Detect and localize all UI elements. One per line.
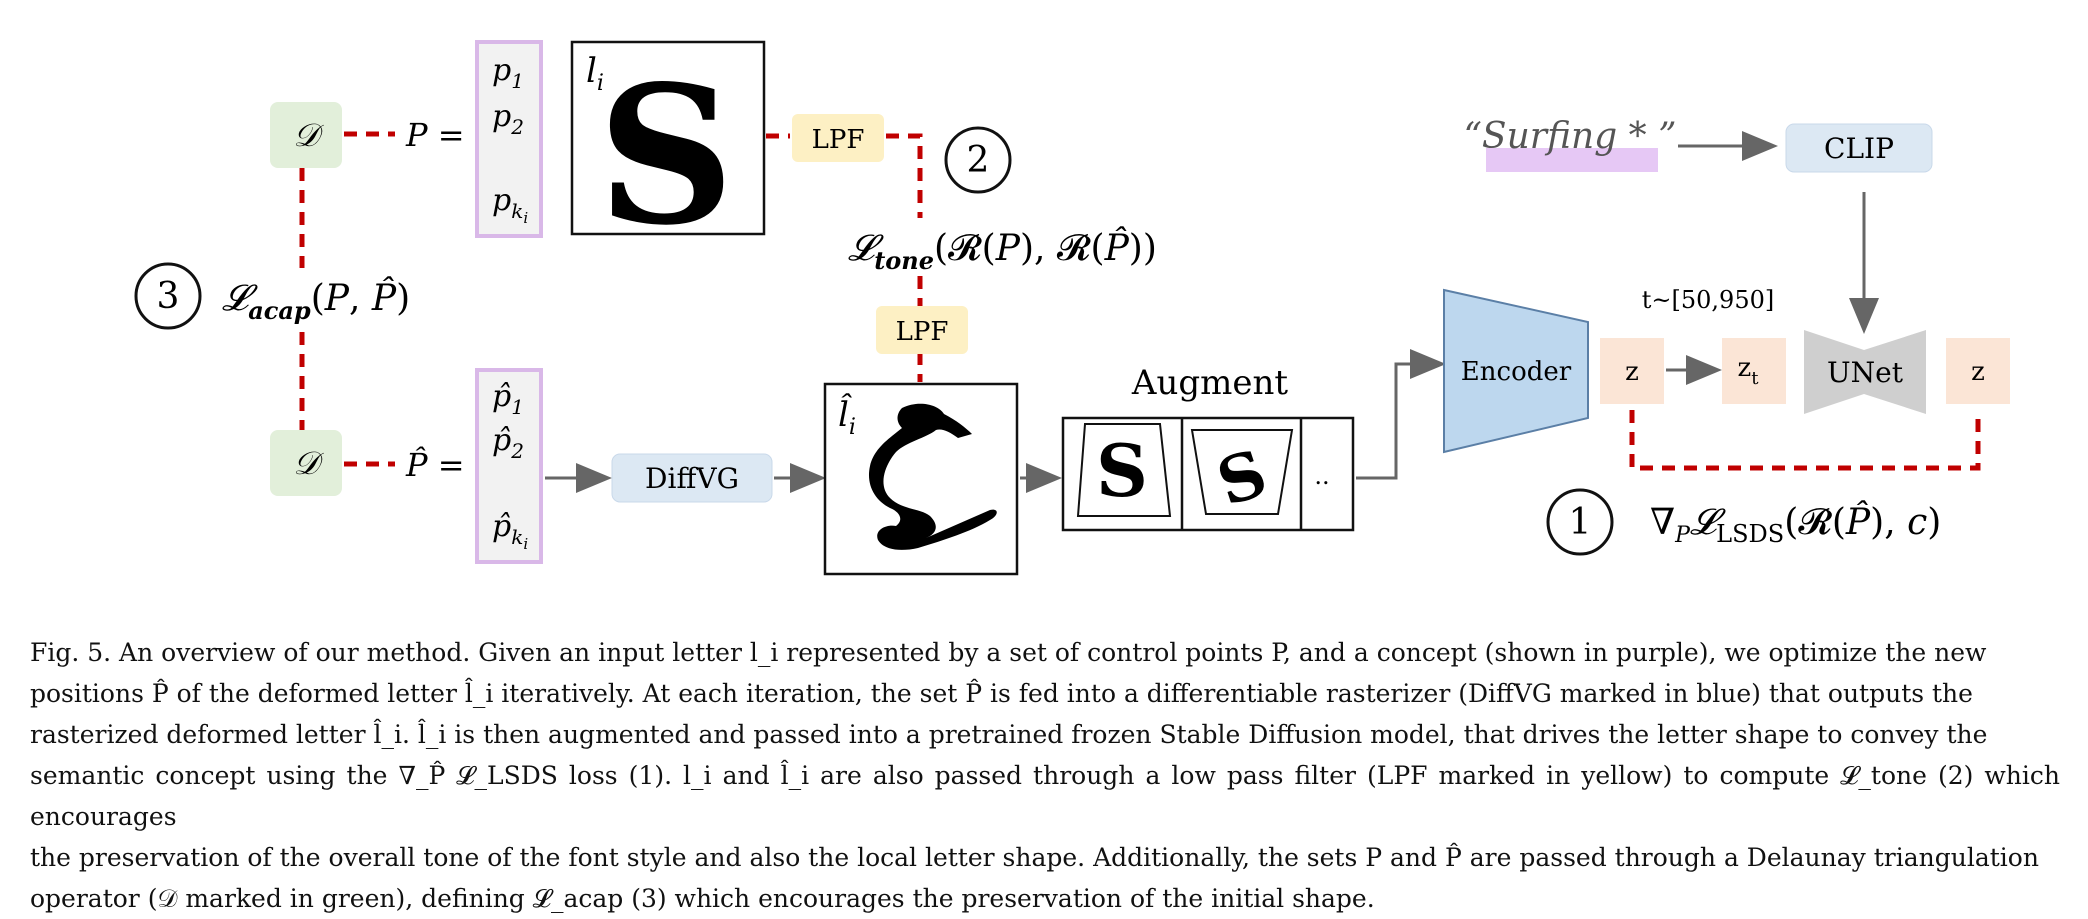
control-point-bottom-k: p̂ki <box>492 509 528 553</box>
timestep-range: t~[50,950] <box>1642 286 1774 314</box>
unet-label: UNet <box>1827 356 1904 389</box>
latent-zt-label: zt <box>1738 353 1760 389</box>
step-3-number: 3 <box>157 276 180 317</box>
loss-tone-formula: 𝓛tone(𝓡(P), 𝓡(P̂)) <box>848 226 1157 275</box>
augment-sample-1-frame <box>1076 423 1172 517</box>
caption-line: positions P̂ of the deformed letter l̂_i… <box>30 679 1973 708</box>
step-2-marker <box>944 126 1012 194</box>
lpf-label-top: LPF <box>812 125 865 155</box>
control-points-box-bottom <box>475 368 543 564</box>
lpf-node-top <box>792 114 884 162</box>
step-2-number: 2 <box>967 140 990 181</box>
p-equals-label: P = <box>405 116 465 154</box>
caption-line: rasterized deformed letter l̂_i. l̂_i is… <box>30 720 1988 749</box>
prompt-text: “Surfing * ” <box>1464 116 1677 157</box>
lpf-label-bottom: LPF <box>896 317 949 347</box>
diffvg-label: DiffVG <box>645 462 739 495</box>
caption-line: Fig. 5. An overview of our method. Given… <box>30 638 1987 667</box>
loss-lsds-formula: ∇P𝓛LSDS(𝓡(P̂), c) <box>1650 500 1941 548</box>
lpf-node-bottom <box>876 306 968 354</box>
control-point-top-k: pki <box>492 183 528 227</box>
method-overview-figure: 𝒟 𝒟 P = P̂ = p1 p2 pki p̂1 p̂2 p̂ki li S… <box>134 40 2010 576</box>
loss-acap-formula: 𝓛acap(P, P̂) <box>222 276 410 325</box>
input-letter-label: li <box>586 51 604 96</box>
latent-z-node-right <box>1946 338 2010 404</box>
control-point-top-2: p2 <box>492 99 524 139</box>
unet-node <box>1804 330 1926 414</box>
control-point-bottom-2: p̂2 <box>492 423 524 463</box>
red-dashed-links <box>299 131 1981 471</box>
latent-z-label-right: z <box>1971 357 1985 387</box>
latent-z-label-left: z <box>1625 357 1639 387</box>
augment-ellipsis: .. <box>1314 462 1329 490</box>
control-point-bottom-1: p̂1 <box>492 379 524 419</box>
latent-zt-node <box>1722 338 1786 404</box>
clip-label: CLIP <box>1824 132 1894 165</box>
delaunay-node-bottom <box>270 430 342 496</box>
augment-sample-1-glyph: S <box>1096 428 1148 513</box>
caption-line: the preservation of the overall tone of … <box>30 843 2039 872</box>
figure-caption: Fig. 5. An overview of our method. Given… <box>30 632 2060 919</box>
augment-sample-2-frame <box>1190 429 1294 515</box>
caption-line: semantic concept using the ∇_P̂ 𝓛_LSDS l… <box>30 761 2060 831</box>
deformed-letter-label: l̂i <box>838 393 856 440</box>
encoder-label: Encoder <box>1461 357 1572 387</box>
pipeline-arrows <box>545 131 1879 493</box>
step-1-marker <box>1546 488 1614 556</box>
surfer-letter-shape <box>868 403 997 550</box>
control-point-top-1: p1 <box>492 53 524 93</box>
step-1-number: 1 <box>1569 502 1592 543</box>
augment-strip <box>1061 416 1355 532</box>
augment-label: Augment <box>1131 363 1288 403</box>
input-letter-glyph: S <box>597 44 734 267</box>
input-letter-frame <box>570 40 766 236</box>
delaunay-node-top <box>270 102 342 168</box>
prompt-highlight <box>1486 148 1658 172</box>
phat-equals-label: P̂ = <box>405 446 465 484</box>
step-3-marker <box>134 262 202 330</box>
latent-z-node-left <box>1600 338 1664 404</box>
diffvg-node <box>611 453 773 503</box>
caption-line: operator (𝒟 marked in green), defining 𝓛… <box>30 884 1375 913</box>
encoder-node <box>1443 288 1589 454</box>
clip-node <box>1785 123 1933 173</box>
control-points-box-top <box>475 40 543 238</box>
